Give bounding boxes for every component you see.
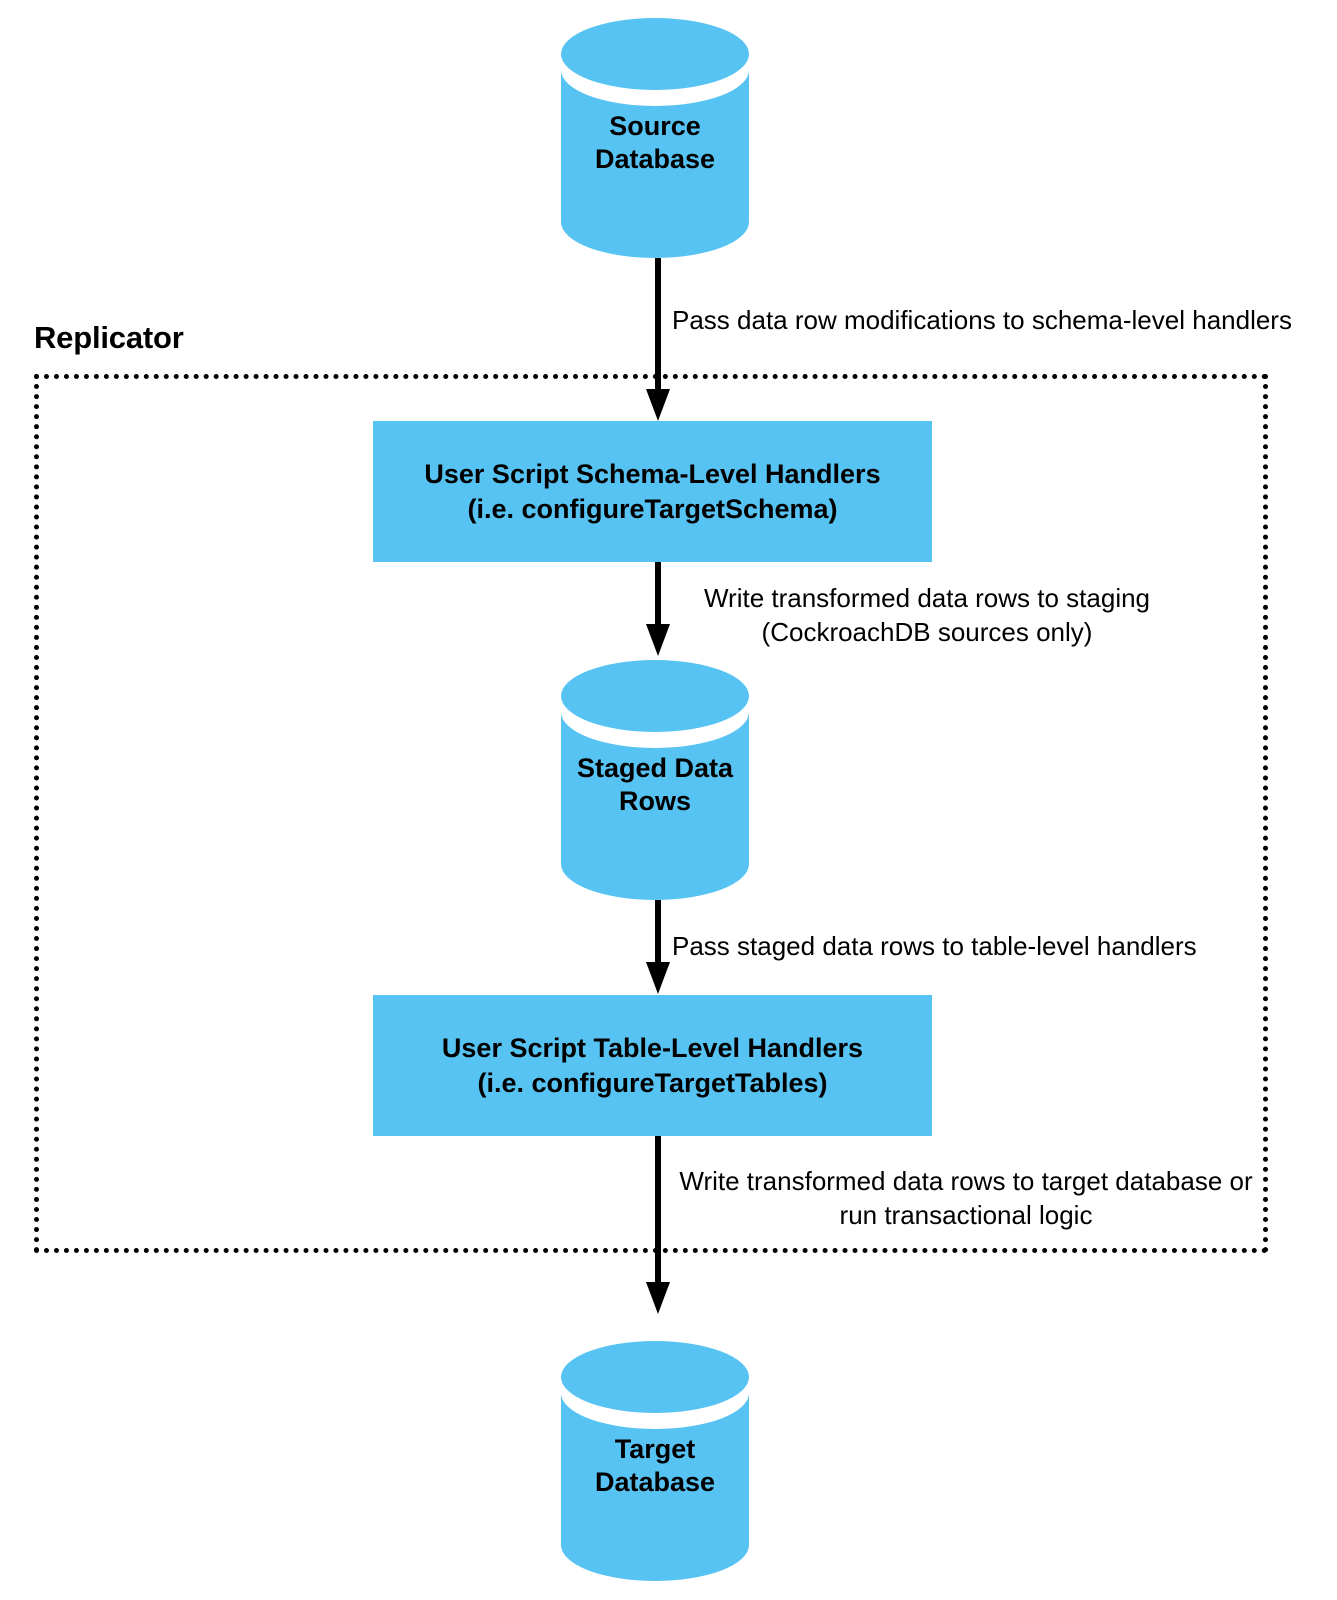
cylinder-top-ellipse: [561, 660, 749, 732]
cylinder-body: [561, 70, 749, 258]
arrow-schema-to-staged: [645, 562, 671, 658]
node-table-level-handlers-line1: User Script Table-Level Handlers: [441, 1033, 864, 1064]
cylinder-top-ellipse: [561, 18, 749, 90]
arrowhead-icon: [646, 962, 670, 994]
cylinder-top-ellipse: [561, 1341, 749, 1413]
arrow-table-to-target: [645, 1136, 671, 1316]
node-target-database: Target Database: [561, 1337, 749, 1585]
arrow-staged-to-table: [645, 900, 671, 996]
replicator-container-boundary: [34, 374, 1268, 1253]
node-schema-level-handlers: User Script Schema-Level Handlers (i.e. …: [373, 421, 932, 562]
edge-label-source-to-schema: Pass data row modifications to schema-le…: [672, 305, 1292, 335]
arrowhead-icon: [646, 1282, 670, 1314]
edge-label-staged-to-table: Pass staged data rows to table-level han…: [672, 931, 1197, 961]
cylinder-body: [561, 1393, 749, 1581]
node-source-database: Source Database: [561, 14, 749, 262]
node-schema-level-handlers-line1: User Script Schema-Level Handlers: [424, 459, 881, 490]
replicator-container-label: Replicator: [34, 320, 184, 355]
arrowhead-icon: [646, 389, 670, 421]
edge-label-schema-to-staged: Write transformed data rows to staging (…: [703, 583, 1151, 647]
edge-label-table-to-target: Write transformed data rows to target da…: [679, 1166, 1253, 1230]
node-table-level-handlers-line2: (i.e. configureTargetTables): [477, 1067, 828, 1098]
node-table-level-handlers: User Script Table-Level Handlers (i.e. c…: [373, 995, 932, 1136]
node-schema-level-handlers-line2: (i.e. configureTargetSchema): [467, 493, 838, 524]
cylinder-body: [561, 712, 749, 900]
arrowhead-icon: [646, 624, 670, 656]
